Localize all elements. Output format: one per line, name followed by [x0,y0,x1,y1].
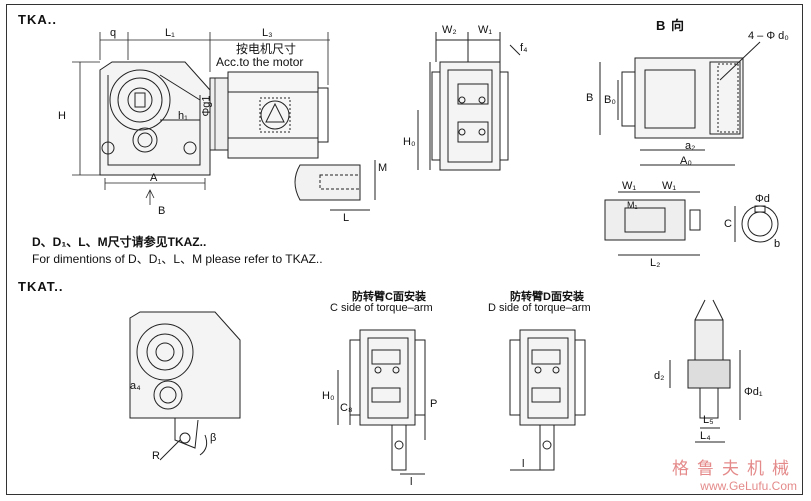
dim-a2: a₂ [685,140,696,152]
dim-R: R [152,450,160,462]
drawing-frame [6,4,803,495]
dim-d: Φd [755,193,770,205]
dim-a4: a₄ [130,380,141,392]
dim-d1: Φd₁ [744,386,763,398]
d-side-view [509,329,586,471]
shaft-detail [294,160,376,211]
side-view [417,32,521,171]
tka-title: TKA.. [18,12,57,27]
dim-q: q [110,27,117,39]
dim-g1: Φg1 [200,95,213,117]
dim-C8: C₈ [340,402,353,414]
dim-C: C [724,218,732,230]
tka-gear-housing [99,61,211,176]
dim-l-c: l [410,476,413,488]
dim-L: L [343,212,350,224]
dim-L1: L₁ [165,27,175,39]
b-view [599,41,761,166]
dim-L3: L₃ [262,27,273,39]
b-view-title: B 向 [656,18,686,33]
dim-W1: W₁ [478,24,493,36]
dim-B0: B₀ [604,94,616,106]
watermark-cn: 格鲁夫机械 [672,459,797,479]
dim-H: H [58,110,66,122]
dim-W1b: W₁ [662,180,677,192]
watermark: 格鲁夫机械 www.GeLufu.Com [672,454,797,493]
tkat-title: TKAT.. [18,279,64,294]
arm-d-title-cn: 防转臂D面安装 [510,291,584,303]
dim-W1a: W₁ [622,180,637,192]
arm-c-title-en: C side of torque–arm [330,302,433,314]
motor-note-en: Acc.to the motor [216,55,304,69]
dim-M1: M₁ [627,200,638,210]
dim-L4: L₄ [700,430,711,442]
tkat-gear-housing [129,311,241,461]
dim-A: A [150,172,158,184]
dim-L2: L₂ [650,257,661,269]
dim-M: M [378,162,388,174]
dim-A0: A₀ [680,155,692,167]
dim-b: b [774,238,781,250]
arm-d-title-en: D side of torque–arm [488,302,591,314]
tka-motor [209,71,329,159]
watermark-en: www.GeLufu.Com [700,479,797,493]
dim-H0c: H₀ [322,390,335,402]
refer-note-cn: D、D₁、L、M尺寸请参见TKAZ.. [32,235,207,249]
dim-f4: f₄ [520,42,528,54]
keyway-detail [604,191,779,256]
motor-note-cn: 按电机尺寸 [236,42,297,56]
c-side-view [337,329,426,475]
dim-holes: 4 – Φ d₀ [748,30,789,42]
dim-l-d: l [522,458,525,470]
dim-P: P [430,398,438,410]
dim-B: B [158,205,166,217]
dim-W2: W₂ [442,24,457,36]
refer-note-en: For dimentions of D、D₁、L、M please refer … [32,252,323,266]
dim-Bv: B [586,92,594,104]
dim-L5: L₅ [703,414,714,426]
dim-d2: d₂ [654,370,665,382]
arm-c-title-cn: 防转臂C面安装 [352,291,426,303]
shaft-end-detail [669,299,741,443]
dim-H0: H₀ [403,136,416,148]
dim-beta: β [210,432,217,444]
dim-h1: h₁ [178,110,188,122]
